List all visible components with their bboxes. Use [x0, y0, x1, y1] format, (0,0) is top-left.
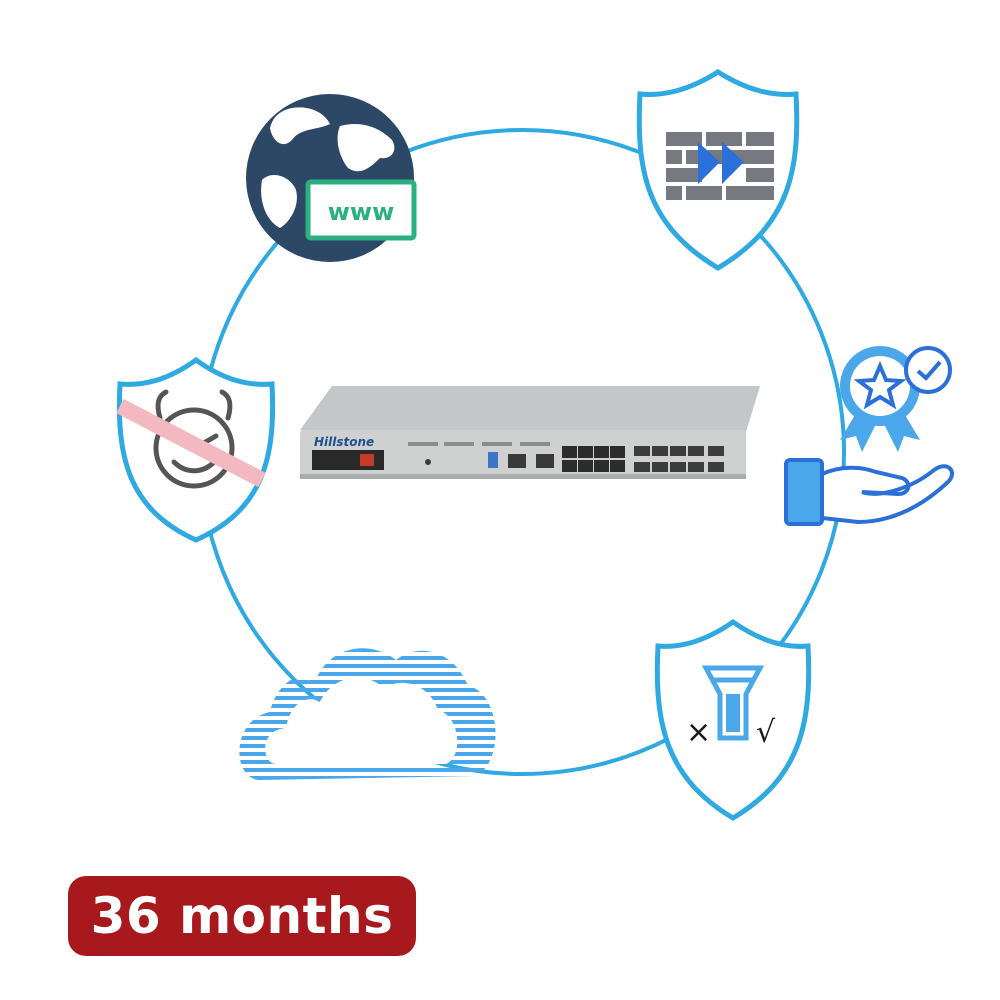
- firewall-shield-icon: [636, 69, 800, 271]
- filter-cross: ×: [686, 715, 711, 750]
- device-brand: Hillstone: [314, 435, 374, 449]
- award-ribbon-hand-icon: [784, 346, 954, 526]
- www-label: www: [328, 198, 395, 226]
- rj45-ports: [562, 446, 625, 472]
- subscription-duration: 36 months: [90, 887, 394, 945]
- no-devil-shield-icon: [116, 356, 276, 543]
- sfp-ports: [634, 446, 724, 472]
- globe-www-icon: www: [246, 94, 417, 262]
- filter-check: √: [756, 715, 776, 750]
- filter-shield-icon: × √: [654, 618, 812, 821]
- hillstone-device: Hillstone: [300, 386, 760, 479]
- subscription-badge: 36 months: [68, 876, 416, 956]
- cloud-icon: [239, 648, 496, 780]
